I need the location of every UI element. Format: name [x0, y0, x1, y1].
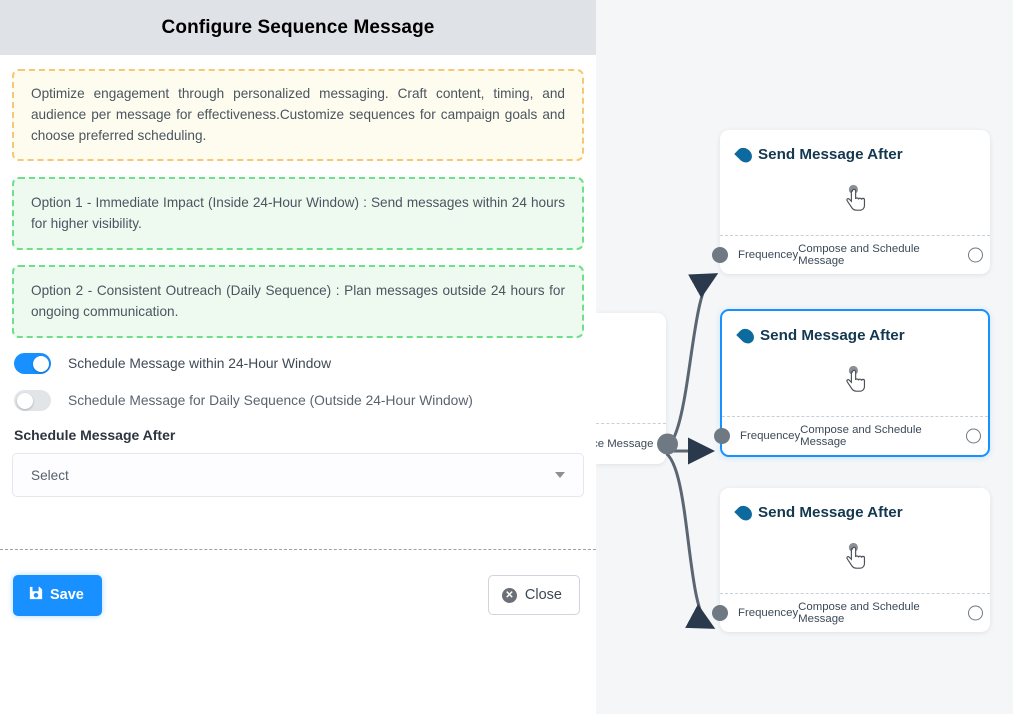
node-body	[720, 521, 990, 593]
info-note-overview: Optimize engagement through personalized…	[12, 69, 584, 161]
upstream-node-partial[interactable]: ce Message	[596, 313, 678, 464]
toggle-daily-sequence[interactable]	[14, 390, 51, 411]
footer-divider	[0, 549, 596, 550]
upstream-node-footer-label: ce Message	[596, 438, 654, 450]
input-port[interactable]	[714, 428, 730, 444]
output-port[interactable]	[968, 247, 983, 263]
info-note-option-1: Option 1 - Immediate Impact (Inside 24-H…	[12, 177, 584, 250]
cancel-button[interactable]: ✕ Close	[487, 575, 580, 615]
toggle-row-within-24-hour[interactable]: Schedule Message within 24-Hour Window	[14, 353, 584, 374]
close-circle-icon: ✕	[501, 587, 517, 603]
node-footer-frequency-label: Frequencey	[738, 607, 799, 619]
node-body	[720, 163, 990, 235]
panel-header: Configure Sequence Message	[0, 0, 596, 55]
save-button-label: Save	[50, 587, 84, 603]
node-footer-frequency-label: Frequencey	[738, 249, 799, 261]
toggle-knob	[32, 355, 49, 372]
floppy-disk-icon	[29, 586, 43, 604]
toggle-label-within-24-hour: Schedule Message within 24-Hour Window	[68, 356, 332, 371]
upstream-node-footer: ce Message	[596, 423, 678, 464]
toggle-group: Schedule Message within 24-Hour Window S…	[12, 353, 584, 411]
output-port[interactable]	[966, 428, 981, 444]
schedule-message-after-label: Schedule Message After	[14, 427, 176, 443]
node-title: Send Message After	[758, 146, 903, 163]
node-send-message-after-3[interactable]: Send Message After Frequencey Compose an…	[712, 488, 990, 632]
schedule-message-after-select[interactable]: Select	[12, 453, 584, 497]
node-header: Send Message After	[720, 488, 990, 523]
node-footer-compose-label: Compose and Schedule Message	[800, 424, 922, 448]
node-send-message-after-2[interactable]: Send Message After Frequencey Compose an…	[714, 309, 990, 457]
node-footer-compose-label: Compose and Schedule Message	[798, 243, 920, 267]
node-footer: Frequencey Compose and Schedule Message	[712, 235, 990, 274]
panel-footer: Save ✕ Close	[0, 550, 596, 640]
edge-to-node-1	[659, 273, 719, 453]
toggle-row-daily-sequence[interactable]: Schedule Message for Daily Sequence (Out…	[14, 390, 584, 411]
node-title: Send Message After	[758, 504, 903, 521]
info-note-option-2: Option 2 - Consistent Outreach (Daily Se…	[12, 265, 584, 338]
node-header: Send Message After	[720, 130, 990, 165]
flow-canvas[interactable]: ce Message Send Message After Fre	[596, 0, 1013, 714]
node-footer-frequency-label: Frequencey	[740, 430, 801, 442]
output-port[interactable]	[657, 433, 678, 455]
output-port[interactable]	[968, 605, 983, 621]
toggle-within-24-hour[interactable]	[14, 353, 51, 374]
chevron-down-icon	[555, 472, 565, 478]
cancel-button-label: Close	[524, 587, 562, 603]
water-drop-icon	[734, 502, 755, 523]
hand-pointer-icon	[838, 363, 872, 397]
node-send-message-after-1[interactable]: Send Message After Frequencey Compose an…	[712, 130, 990, 274]
water-drop-icon	[736, 325, 757, 346]
node-title: Send Message After	[760, 327, 905, 344]
hand-pointer-icon	[838, 540, 872, 574]
input-port[interactable]	[712, 247, 728, 263]
hand-pointer-icon	[838, 182, 872, 216]
toggle-label-daily-sequence: Schedule Message for Daily Sequence (Out…	[68, 393, 473, 408]
node-footer-compose-label: Compose and Schedule Message	[798, 601, 920, 625]
water-drop-icon	[734, 144, 755, 165]
panel-body: Optimize engagement through personalized…	[0, 55, 596, 497]
upstream-node-body	[596, 313, 666, 423]
page-title: Configure Sequence Message	[161, 16, 435, 38]
node-footer: Frequencey Compose and Schedule Message	[712, 593, 990, 632]
node-header: Send Message After	[722, 311, 988, 346]
node-footer: Frequencey Compose and Schedule Message	[714, 416, 988, 455]
input-port[interactable]	[712, 605, 728, 621]
select-value: Select	[31, 467, 69, 483]
configure-sequence-panel: Configure Sequence Message Optimize enga…	[0, 0, 596, 640]
edge-to-node-3	[659, 449, 716, 629]
save-button[interactable]: Save	[13, 574, 102, 616]
node-body	[722, 344, 988, 416]
toggle-knob	[16, 392, 33, 409]
